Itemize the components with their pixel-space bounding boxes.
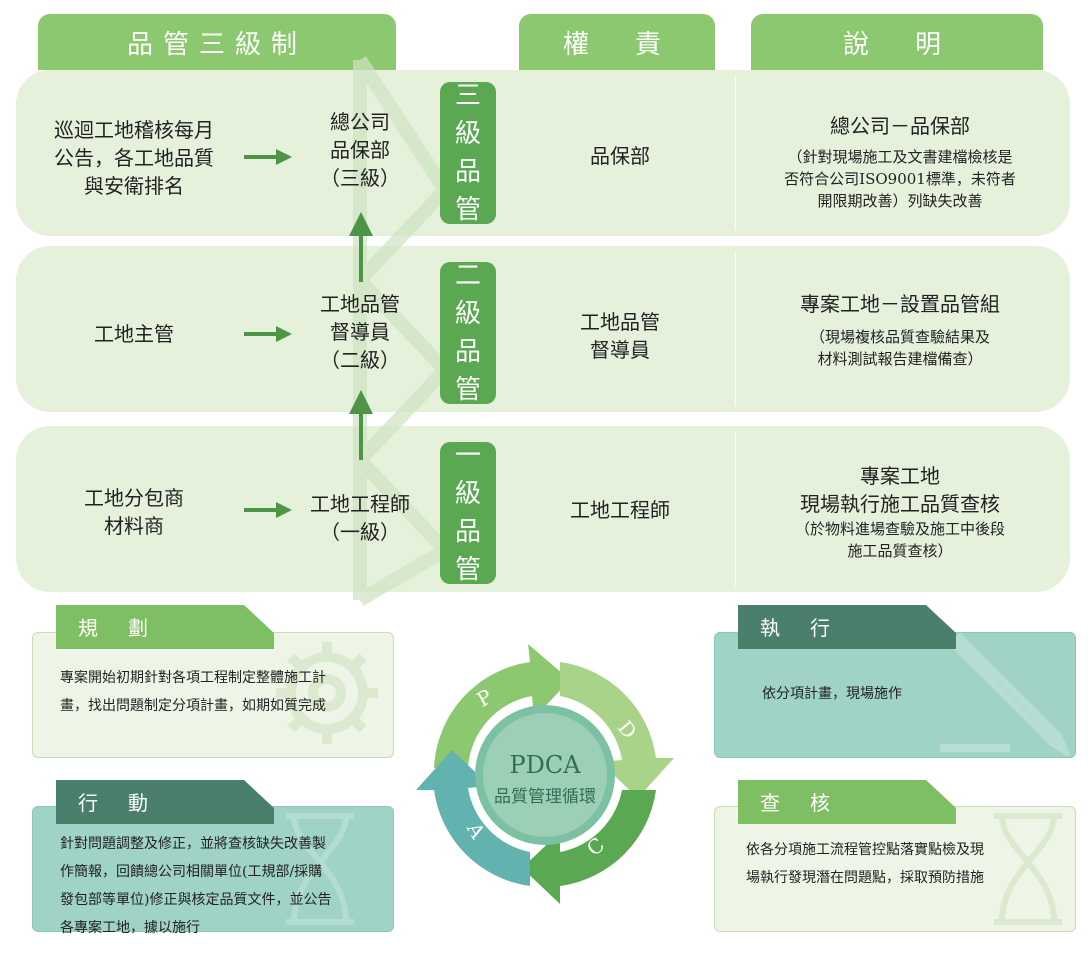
hourglass-icon (994, 813, 1062, 925)
description-body: （現場複核品質查驗結果及 材料測試報告建檔備查） (809, 328, 990, 368)
description-body: （於物料進場查驗及施工中後段 施工品質查核） (794, 520, 1005, 560)
plan-text: 專案開始初期針對各項工程制定整體施工計 畫，找出問題制定分項計畫，如期如質完成 (60, 670, 326, 714)
action-tab-shape (56, 780, 274, 824)
up-arrow-icon (349, 390, 373, 460)
up-arrow-icon (349, 212, 373, 282)
header-authority: 權 責 (519, 14, 715, 70)
level-badge-3: 三級品管 (440, 81, 496, 225)
row-level-1 (16, 426, 1070, 592)
gear-icon (276, 642, 378, 744)
authority-text: 工地工程師 (570, 498, 670, 522)
level-badge-2: 二級品管 (440, 261, 496, 405)
pdca-arc-action (416, 750, 530, 886)
right-arrow-icon (244, 502, 292, 518)
right-arrow-icon (244, 326, 292, 342)
pdca-arc-plan (434, 644, 570, 768)
authority-text: 工地品管 督導員 (580, 310, 660, 362)
right-arrow-icon (244, 149, 292, 165)
plan-tab-shape (56, 605, 274, 649)
pdca-center-title: PDCA (509, 751, 581, 779)
hourglass-icon (286, 813, 354, 925)
row-level-3 (16, 70, 1070, 236)
row-level-2 (16, 246, 1070, 412)
authority-text: 品保部 (590, 144, 650, 168)
level-badge-1: 一級品管 (440, 441, 496, 585)
description-title: 總公司－品保部 (830, 114, 970, 138)
description-body: （針對現場施工及文書建檔檢核是 否符合公司ISO9001標準，未符者 開限期改善… (784, 148, 1016, 210)
check-tab-shape (738, 780, 956, 824)
header-quality-system: 品管三級制 (38, 14, 396, 70)
unit-text: 工地品管 督導員 （二級） (320, 292, 400, 372)
header-description: 說 明 (751, 14, 1043, 70)
do-tab-shape (738, 605, 956, 649)
source-text: 工地主管 (94, 322, 174, 346)
pdca-arc-do (560, 662, 674, 798)
action-text: 針對問題調整及修正，並將查核缺失改善製 作簡報，回饋總公司相關單位(工規部/採購… (60, 836, 332, 936)
unit-text: 總公司 品保部 （三級） (320, 110, 400, 190)
description-title: 專案工地 現場執行施工品質查核 (800, 464, 1000, 516)
pdca-arc-check (522, 790, 656, 904)
action-tab: 行動 (78, 790, 178, 815)
source-text: 巡迴工地稽核每月 公告，各工地品質 與安衛排名 (54, 118, 214, 198)
check-tab: 查核 (760, 790, 860, 815)
pdca-cycle: PDCA 品質管理循環 P D C A (416, 644, 674, 904)
do-tab: 執行 (760, 615, 860, 640)
description-title: 專案工地－設置品管組 (800, 292, 1000, 316)
pencil-icon (940, 632, 1070, 756)
pdca-center-subtitle: 品質管理循環 (494, 787, 596, 807)
check-panel (714, 806, 1076, 932)
plan-tab: 規劃 (78, 615, 178, 640)
pdca-center-circle (475, 705, 615, 845)
check-text: 依各分項施工流程管控點落實點檢及現 場執行發現潛在問題點，採取預防措施 (746, 842, 984, 886)
source-text: 工地分包商 材料商 (84, 486, 184, 538)
do-text: 依分項計畫，現場施作 (762, 686, 902, 702)
unit-text: 工地工程師 （一級） (310, 492, 410, 544)
